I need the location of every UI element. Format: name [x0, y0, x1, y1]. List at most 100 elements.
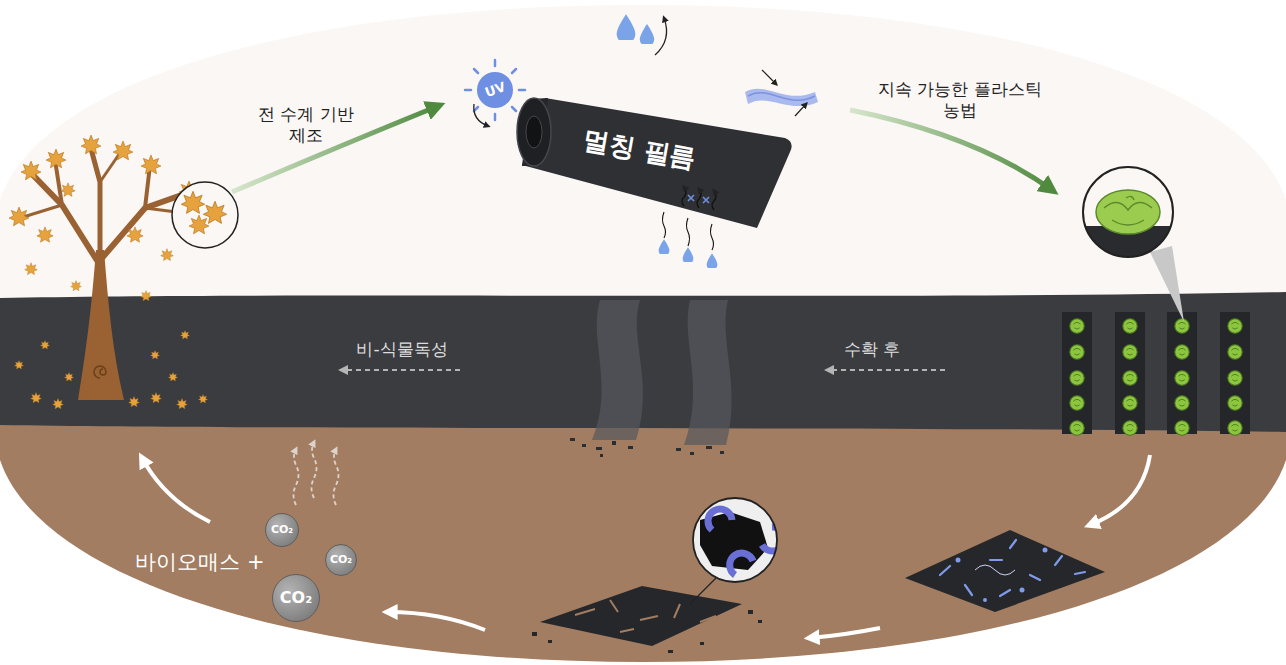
mulch-film-roll: [517, 98, 551, 166]
torn-strip: [600, 454, 603, 457]
torn-strip: [684, 300, 732, 445]
fragmented-film: [575, 600, 716, 632]
uv-rays: [512, 107, 516, 111]
colonised-film: [975, 565, 1015, 575]
colonised-film: [905, 530, 1105, 612]
fragmented-film: [532, 632, 537, 636]
tree-leaves: [71, 281, 82, 291]
colonised-film: [1020, 588, 1025, 593]
torn-strip: [706, 446, 712, 449]
leaf-zoom: [172, 182, 238, 248]
fallen-leaves: [15, 331, 208, 409]
lettuce-rows: [1175, 396, 1189, 410]
tree-leaves: [141, 155, 161, 174]
vapor-arrows: [682, 187, 716, 210]
fragmented-film: [532, 610, 762, 653]
colonised-film: [905, 530, 1105, 612]
colonised-film: [1043, 548, 1048, 553]
lettuce-rows: [1228, 396, 1242, 410]
lettuce-rows: [1123, 345, 1137, 359]
tree-leaves: [127, 227, 143, 242]
rising-gas: [312, 442, 317, 498]
colonised-film: [1010, 540, 1016, 548]
lettuce-rows: [1228, 345, 1242, 359]
fallen-leaves: [65, 373, 74, 382]
film-label: 멀칭 필름: [577, 128, 702, 171]
lettuce-rows: [1070, 371, 1084, 385]
fallen-leaves: [15, 361, 24, 370]
lettuce-rows: [1175, 421, 1189, 435]
ribbon-arrow: [762, 70, 776, 84]
enzyme-zoom: [730, 553, 753, 575]
drip-lines: [711, 224, 714, 250]
cycle-arrow: [142, 458, 210, 522]
cabbage-zoom: [1080, 160, 1180, 270]
tree-leaves: [61, 183, 75, 197]
drip-lines: [687, 218, 690, 246]
tree-leaves: [9, 135, 199, 301]
lettuce-rows: [1228, 319, 1242, 333]
tree-leaves: [9, 207, 29, 226]
water-drops: [659, 239, 670, 256]
step-label: 전 수계 기반 제조: [249, 104, 364, 147]
tree: [30, 172, 98, 262]
node-text: CO₂: [280, 588, 312, 607]
uv-rays: [519, 89, 525, 92]
vapor-arrows: [697, 189, 701, 208]
leaf-zoom: [189, 215, 209, 234]
fragmented-film: [668, 650, 673, 653]
vapor-arrows: [682, 187, 686, 206]
fallen-leaves: [181, 331, 190, 340]
uv-rays: [465, 89, 471, 92]
tree-leaves: [113, 141, 133, 160]
torn-strip: [570, 438, 724, 457]
torn-strip: [582, 444, 586, 447]
rising-gas: [294, 442, 339, 505]
tree-leaves: [81, 135, 101, 154]
polymer-ribbon: [745, 89, 818, 106]
drip-lines: [663, 212, 666, 238]
colonised-film: [956, 558, 961, 563]
colonised-film: [1075, 572, 1085, 574]
sky-ground: [0, 0, 1286, 300]
fragmented-film: [532, 586, 762, 653]
flow-arrow: [342, 369, 460, 371]
tree: [90, 145, 100, 252]
cabbage-zoom: [1083, 167, 1173, 257]
torn-strip: [570, 438, 575, 441]
leaf-zoom: [172, 182, 238, 248]
reflect-arrow: [474, 104, 488, 126]
torn-strip: [570, 300, 732, 457]
uv-rays: [494, 60, 497, 66]
lettuce-rows: [1062, 312, 1250, 435]
fragmented-film: [758, 620, 762, 623]
block-marks: [688, 195, 709, 203]
enzyme-zoom: [708, 509, 732, 530]
water-drops: [707, 253, 718, 270]
process-arrow: [850, 110, 1052, 190]
fragmented-film: [700, 642, 704, 645]
flow-arrow: [828, 369, 945, 371]
lettuce-rows: [1228, 421, 1242, 435]
fallen-leaves: [129, 397, 140, 407]
colonised-film: [1030, 575, 1040, 580]
colonised-film: [956, 548, 1048, 603]
ribbon-arrow: [795, 104, 806, 116]
tree-leaves: [141, 291, 152, 301]
node-text: CO₂: [330, 553, 352, 566]
fragmented-film: [540, 586, 742, 646]
uv-rays: [512, 69, 516, 73]
lettuce-rows: [1123, 371, 1137, 385]
torn-strip: [596, 447, 602, 450]
water-drops: [617, 14, 636, 43]
drip-lines: [663, 212, 714, 250]
tree: [9, 135, 207, 409]
fallen-leaves: [31, 393, 42, 403]
tree: [78, 250, 124, 400]
fallen-leaves: [41, 341, 50, 350]
output-label: 바이오매스 +: [135, 549, 264, 575]
mulch-film-roll: [522, 98, 792, 228]
